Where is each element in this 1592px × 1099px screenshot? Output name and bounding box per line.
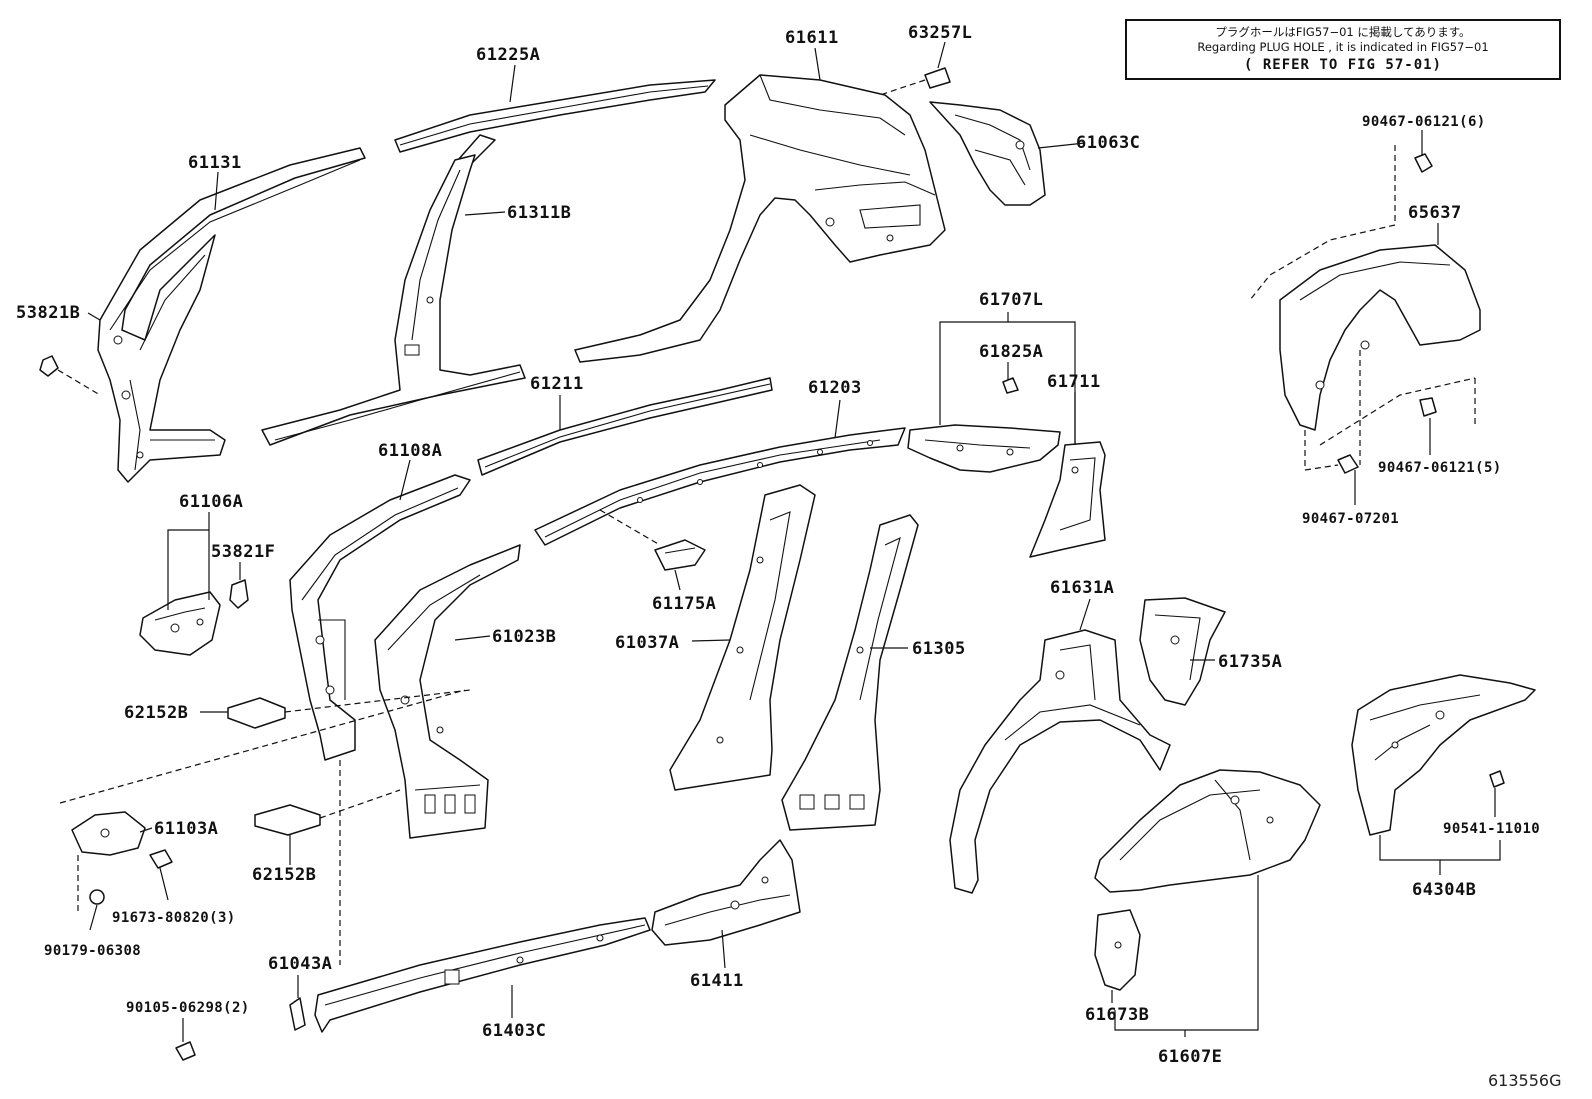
part-61043A-bracket[interactable]	[289, 997, 306, 1031]
label-65637[interactable]: 65637	[1408, 203, 1462, 223]
label-90467-06121-5[interactable]: 90467-06121(5)	[1378, 460, 1502, 476]
part-61611-quarter-panel[interactable]	[574, 74, 946, 363]
label-61631A[interactable]: 61631A	[1050, 578, 1114, 598]
leader-lines	[87, 41, 1501, 1042]
part-61106A-bracket[interactable]	[139, 591, 221, 656]
part-61037A-center-pillar-inner[interactable]	[669, 484, 816, 791]
label-62152B-lower[interactable]: 62152B	[252, 865, 316, 885]
note-english-text: Regarding PLUG HOLE , it is indicated in…	[1197, 40, 1489, 54]
label-61707L[interactable]: 61707L	[979, 290, 1043, 310]
part-61225A-roof-side-rail[interactable]	[394, 79, 716, 166]
label-61735A[interactable]: 61735A	[1218, 652, 1282, 672]
part-61403C-rocker-panel[interactable]	[314, 917, 651, 1033]
label-61211[interactable]: 61211	[530, 374, 584, 394]
label-61411[interactable]: 61411	[690, 971, 744, 991]
label-90541-11010[interactable]: 90541-11010	[1443, 821, 1540, 837]
part-61673B-extension[interactable]	[1094, 909, 1141, 991]
part-65637-wheel-house-liner[interactable]	[1279, 244, 1481, 431]
label-53821F[interactable]: 53821F	[211, 542, 275, 562]
label-63257L[interactable]: 63257L	[908, 23, 972, 43]
part-61023B-front-pillar-lower[interactable]	[374, 544, 521, 839]
part-61311B-center-pillar-outer[interactable]	[261, 154, 526, 446]
note-japanese-text: プラグホールはFIG57−01 に掲載してあります。	[1215, 25, 1471, 39]
part-62152B-pad-upper[interactable]	[227, 697, 286, 729]
label-61403C[interactable]: 61403C	[482, 1021, 546, 1041]
label-64304B[interactable]: 64304B	[1412, 880, 1476, 900]
part-61411-rocker-inner[interactable]	[651, 839, 801, 946]
label-61711[interactable]: 61711	[1047, 372, 1101, 392]
label-61175A[interactable]: 61175A	[652, 594, 716, 614]
label-61063C[interactable]: 61063C	[1076, 133, 1140, 153]
label-61106A[interactable]: 61106A	[179, 492, 243, 512]
label-61103A[interactable]: 61103A	[154, 819, 218, 839]
label-61203[interactable]: 61203	[808, 378, 862, 398]
part-61203-roof-side-outer[interactable]	[534, 427, 906, 546]
label-90105-06298[interactable]: 90105-06298(2)	[126, 1000, 250, 1016]
part-61063C-quarter-inner[interactable]	[929, 101, 1046, 206]
part-61825A-patch[interactable]	[1002, 377, 1019, 394]
part-61631A-wheel-arch-outer[interactable]	[949, 629, 1171, 894]
part-61735A-quarter-extension[interactable]	[1139, 597, 1226, 706]
part-62152B-pad-lower[interactable]	[254, 804, 321, 836]
part-61175A-bracket[interactable]	[654, 539, 706, 571]
part-61211-roof-rail-inner[interactable]	[477, 377, 773, 476]
label-90467-07201[interactable]: 90467-07201	[1302, 511, 1399, 527]
part-63257L-plug[interactable]	[924, 67, 951, 89]
label-91673-80820[interactable]: 91673-80820(3)	[112, 910, 236, 926]
label-90179-06308[interactable]: 90179-06308	[44, 943, 141, 959]
label-61023B[interactable]: 61023B	[492, 627, 556, 647]
label-61043A[interactable]: 61043A	[268, 954, 332, 974]
label-61305[interactable]: 61305	[912, 639, 966, 659]
part-91673-bolt[interactable]	[149, 849, 173, 869]
part-61108A-front-pillar-inner[interactable]	[289, 474, 471, 761]
label-90467-06121-6[interactable]: 90467-06121(6)	[1362, 114, 1486, 130]
part-64304B-wheel-well-reinforcement[interactable]	[1351, 674, 1536, 836]
label-61037A[interactable]: 61037A	[615, 633, 679, 653]
label-53821B[interactable]: 53821B	[16, 303, 80, 323]
figure-code: 613556G	[1488, 1071, 1562, 1090]
label-61611[interactable]: 61611	[785, 28, 839, 48]
part-61711-quarter-extension[interactable]	[1029, 441, 1106, 558]
part-61103A-bracket[interactable]	[71, 811, 146, 856]
part-90467-clip-lower[interactable]	[1419, 397, 1437, 417]
part-90467-07201-screw[interactable]	[1337, 454, 1359, 474]
part-53821F-clip[interactable]	[229, 579, 249, 609]
part-61131-side-outer-front[interactable]	[97, 147, 366, 483]
part-53821B-clip[interactable]	[39, 355, 59, 377]
label-61825A[interactable]: 61825A	[979, 342, 1043, 362]
label-61673B[interactable]: 61673B	[1085, 1005, 1149, 1025]
part-61607E-wheel-house-inner[interactable]	[1094, 769, 1321, 893]
label-61131[interactable]: 61131	[188, 153, 242, 173]
part-61707L-quarter-wheel-house[interactable]	[907, 424, 1061, 473]
reference-note-box: プラグホールはFIG57−01 に掲載してあります。 Regarding PLU…	[1125, 19, 1561, 80]
part-61305-center-pillar-outer[interactable]	[781, 514, 919, 831]
label-61225A[interactable]: 61225A	[476, 45, 540, 65]
note-refer-text: ( REFER TO FIG 57-01)	[1243, 57, 1442, 73]
part-90179-nut[interactable]	[89, 889, 105, 905]
label-61311B[interactable]: 61311B	[507, 203, 571, 223]
label-61108A[interactable]: 61108A	[378, 441, 442, 461]
part-labels: 61131 61225A 61611 63257L 61063C 61311B …	[16, 23, 1540, 1067]
label-62152B-upper[interactable]: 62152B	[124, 703, 188, 723]
part-90467-clip-upper[interactable]	[1414, 153, 1433, 173]
label-61607E[interactable]: 61607E	[1158, 1047, 1222, 1067]
part-90541-clip[interactable]	[1489, 770, 1505, 788]
part-90105-bolt[interactable]	[175, 1041, 196, 1061]
